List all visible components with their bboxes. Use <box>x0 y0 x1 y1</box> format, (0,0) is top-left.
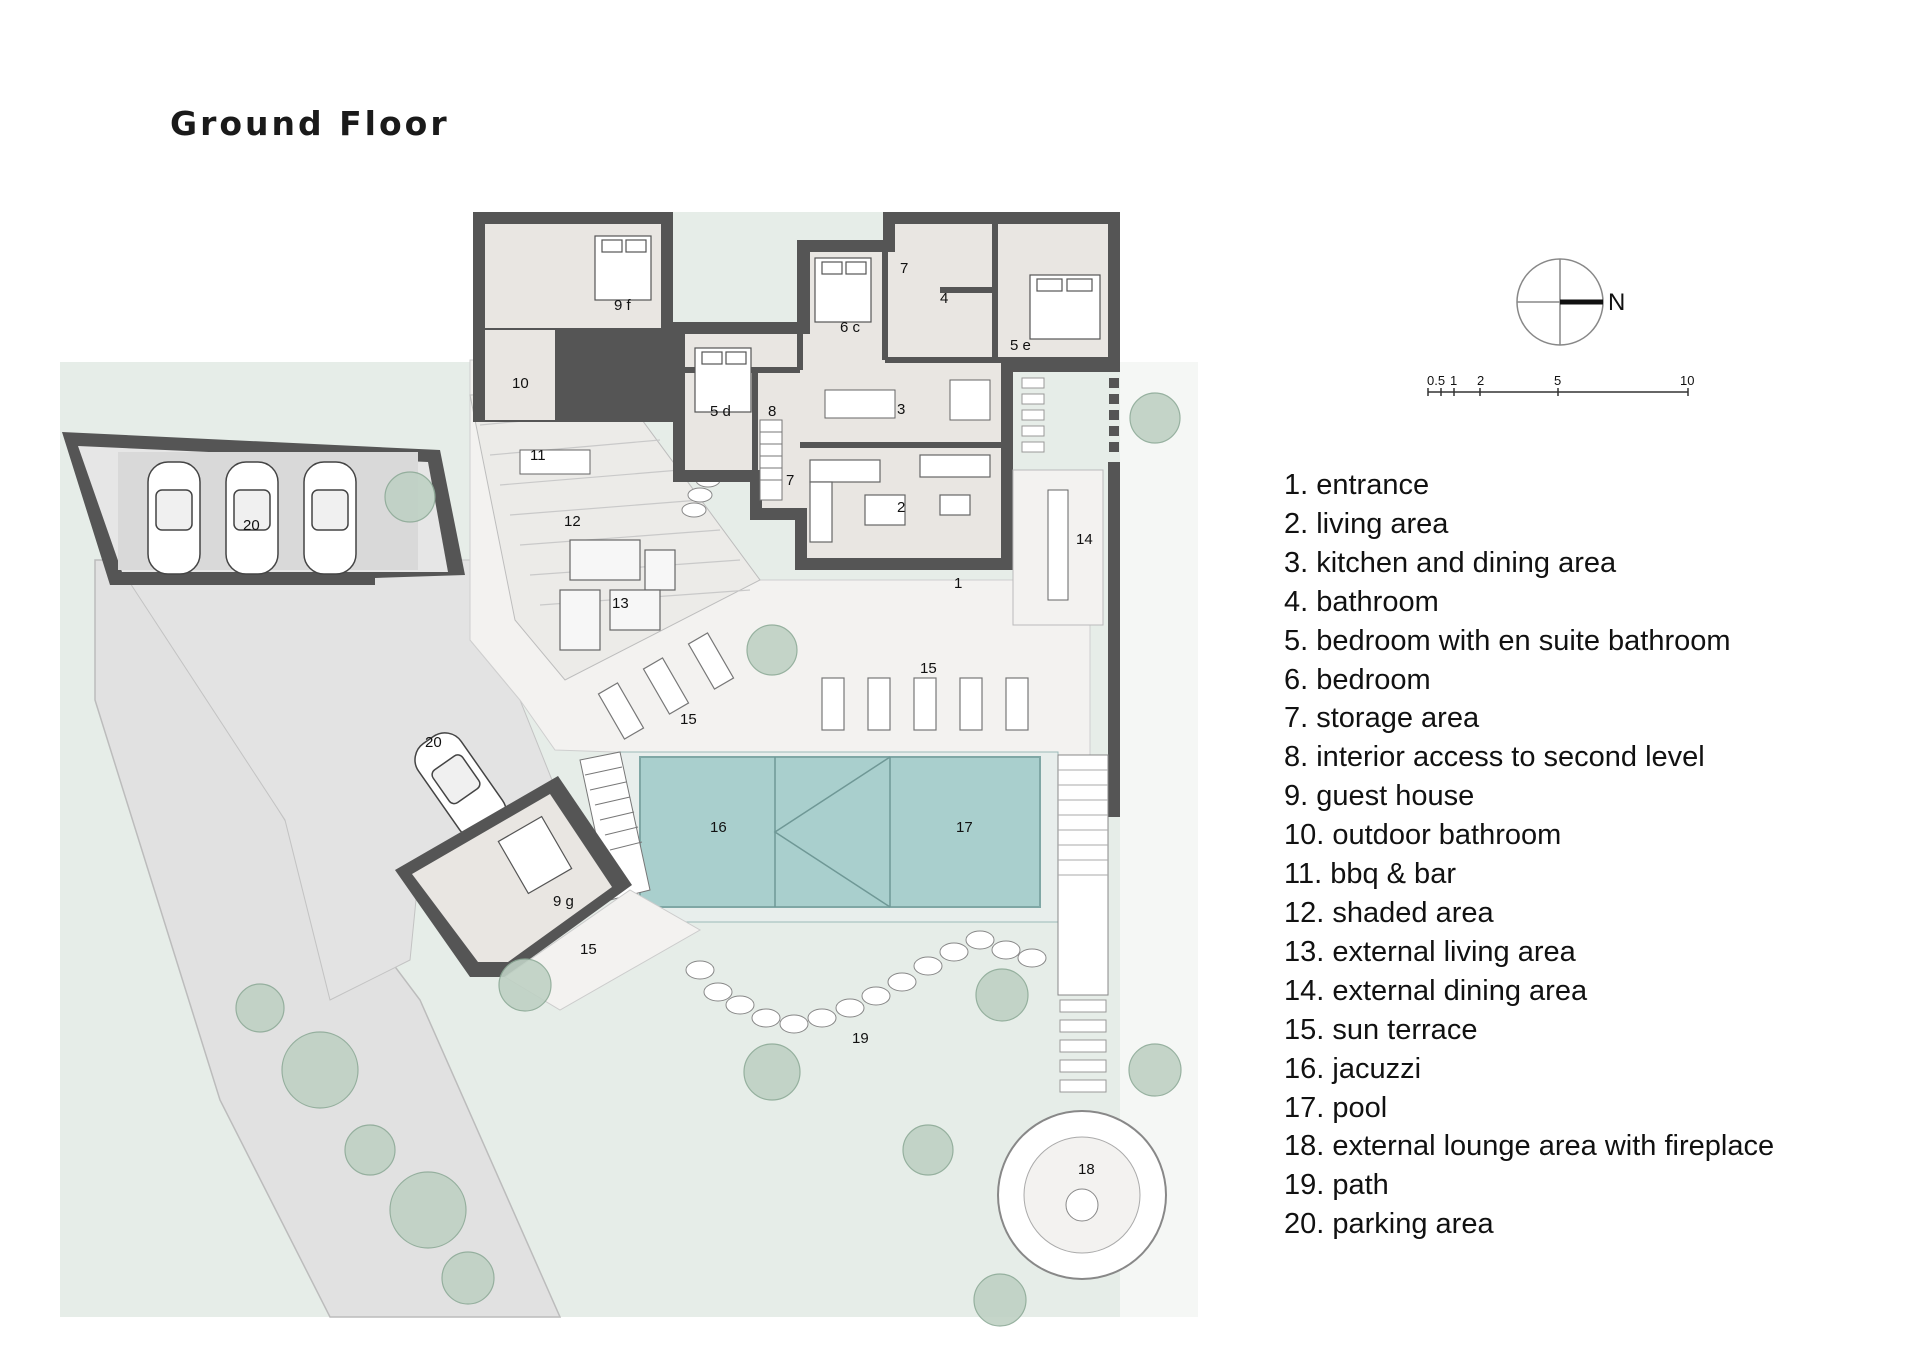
fire-lounge <box>997 1110 1167 1280</box>
bed-5e <box>1029 274 1101 340</box>
bed-9g <box>497 815 573 895</box>
car-3 <box>303 461 357 575</box>
label-room-15a: 15 <box>920 660 937 677</box>
scale-tick-5: 5 <box>1554 373 1562 388</box>
label-room-12: 12 <box>564 513 581 530</box>
legend-item: 8. interior access to second level <box>1284 741 1705 774</box>
legend-item: 10. outdoor bathroom <box>1284 819 1562 852</box>
scale-tick-1: 1 <box>1450 373 1458 388</box>
legend-item: 6. bedroom <box>1284 663 1431 696</box>
label-room-5e: 5 e <box>1010 337 1031 354</box>
label-room-1: 1 <box>954 575 962 592</box>
label-room-3: 3 <box>897 401 905 418</box>
label-room-16: 16 <box>710 819 727 836</box>
stepping-stones-east <box>1059 999 1107 1093</box>
car-1 <box>147 461 201 575</box>
legend-item: 14. external dining area <box>1284 974 1588 1007</box>
label-room-8: 8 <box>768 403 776 420</box>
legend-item: 12. shaded area <box>1284 896 1494 929</box>
living-sofas <box>809 454 991 543</box>
east-wall-posts <box>1109 378 1119 452</box>
outdoor-bathroom <box>485 330 555 420</box>
bed-5d <box>694 347 752 413</box>
bed-9f <box>594 235 652 301</box>
guest-house-floor <box>412 794 612 962</box>
legend-item: 3. kitchen and dining area <box>1284 546 1617 579</box>
label-room-9g: 9 g <box>553 893 574 910</box>
external-dining-pavers <box>1021 377 1045 453</box>
compass-rose <box>1516 258 1604 346</box>
legend-item: 11. bbq & bar <box>1284 858 1456 891</box>
legend-item: 17. pool <box>1284 1091 1388 1124</box>
legend-item: 18. external lounge area with fireplace <box>1284 1130 1775 1163</box>
label-room-20b: 20 <box>425 734 442 751</box>
scale-tick-0-5: 0.5 <box>1427 373 1446 388</box>
legend-item: 16. jacuzzi <box>1284 1052 1422 1085</box>
legend-item: 5. bedroom with en suite bathroom <box>1284 624 1731 657</box>
legend-item: 7. storage area <box>1284 702 1480 735</box>
interior-stair <box>759 419 783 501</box>
car-2 <box>225 461 279 575</box>
compass-north-label: N <box>1608 289 1626 316</box>
label-room-6c: 6 c <box>840 319 861 336</box>
label-room-7b: 7 <box>786 472 794 489</box>
label-room-15c: 15 <box>580 941 597 958</box>
sun-loungers <box>597 632 1029 740</box>
pool-lines <box>773 756 891 908</box>
legend-item: 1. entrance <box>1284 469 1430 501</box>
trees <box>235 392 1182 1327</box>
label-room-20a: 20 <box>243 517 260 534</box>
legend-item: 4. bathroom <box>1284 585 1439 618</box>
bbq-dining-table <box>519 449 591 475</box>
legend-item: 13. external living area <box>1284 935 1576 968</box>
label-room-13: 13 <box>612 595 629 612</box>
scale-tick-10: 10 <box>1680 373 1695 388</box>
label-room-17: 17 <box>956 819 973 836</box>
legend-item: 19. path <box>1284 1169 1389 1202</box>
external-dining-table <box>1047 489 1069 601</box>
east-wall <box>1108 462 1120 817</box>
label-room-11: 11 <box>530 447 546 464</box>
scale-tick-2: 2 <box>1477 373 1485 388</box>
path-stones <box>685 930 1047 1034</box>
label-room-10: 10 <box>512 375 529 392</box>
page-title: Ground Floor <box>170 104 450 143</box>
house-main-floor <box>685 224 1108 558</box>
legend-item: 2. living area <box>1284 507 1449 540</box>
stepping-stones-top <box>681 472 721 518</box>
label-room-18: 18 <box>1078 1161 1095 1178</box>
label-room-4: 4 <box>940 290 948 307</box>
label-room-15b: 15 <box>680 711 697 728</box>
label-room-7a: 7 <box>900 260 908 277</box>
car-4 <box>414 732 507 840</box>
legend-item: 15. sun terrace <box>1284 1013 1478 1046</box>
room-legend: 1. entrance 2. living area 3. kitchen an… <box>1284 466 1774 1244</box>
label-room-19: 19 <box>852 1030 869 1047</box>
legend-item: 20. parking area <box>1284 1208 1494 1241</box>
label-room-5d: 5 d <box>710 403 731 420</box>
bed-6c <box>814 257 872 323</box>
label-room-2: 2 <box>897 499 905 516</box>
pool-water <box>639 756 1041 908</box>
kitchen-island <box>949 379 991 421</box>
legend-item: 9. guest house <box>1284 780 1475 813</box>
outdoor-sofa-set <box>559 539 676 651</box>
east-steps-lines <box>1058 769 1108 876</box>
dining-table <box>824 389 896 419</box>
label-room-14: 14 <box>1076 531 1093 548</box>
scale-bar <box>1427 388 1689 396</box>
label-room-9f: 9 f <box>614 297 632 314</box>
